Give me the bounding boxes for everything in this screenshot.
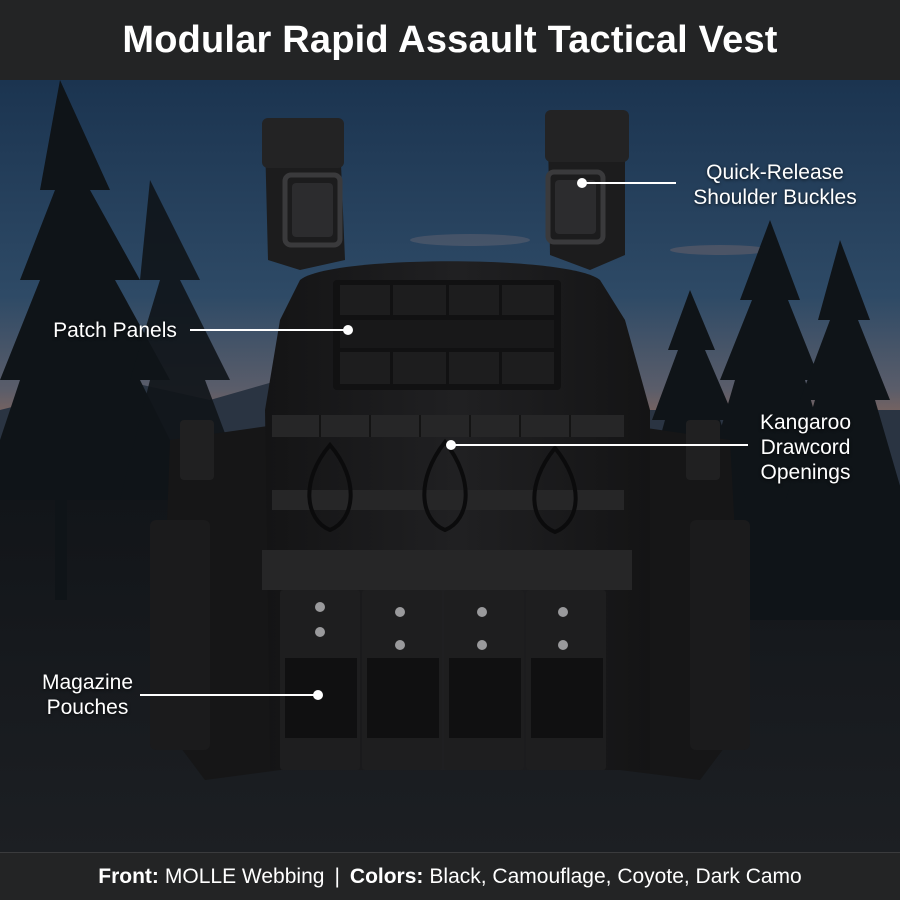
- callout-kangaroo-line2: Drawcord: [760, 436, 851, 459]
- callout-kangaroo-line1: Kangaroo: [759, 411, 852, 434]
- footer-colors-label: Colors:: [349, 865, 424, 888]
- footer-front-value: MOLLE Webbing: [164, 865, 325, 888]
- callout-patch-line1: Patch Panels: [53, 319, 177, 342]
- footer-colors-value: Black, Camouflage, Coyote, Dark Camo: [429, 865, 802, 888]
- callout-shoulder-buckles: Quick-Release Shoulder Buckles: [680, 160, 870, 210]
- footer-bar: Front: MOLLE Webbing | Colors: Black, Ca…: [0, 852, 900, 900]
- callout-magazine-line1: Magazine: [41, 671, 134, 694]
- tree-silhouette-left: [0, 80, 250, 600]
- callout-magazine-pouches: Magazine Pouches: [30, 670, 145, 720]
- shoulder-buckle-icon: [282, 169, 606, 248]
- callout-kangaroo-openings: Kangaroo Drawcord Openings: [748, 410, 863, 485]
- callout-shoulder-line2: Shoulder Buckles: [693, 186, 857, 209]
- title-bar: Modular Rapid Assault Tactical Vest: [0, 0, 900, 80]
- footer-front-label: Front:: [98, 865, 159, 888]
- product-photo: [0, 80, 900, 852]
- callout-magazine-line2: Pouches: [46, 696, 129, 719]
- callout-kangaroo-line3: Openings: [760, 461, 851, 484]
- footer-separator: |: [334, 865, 340, 888]
- callout-leaders: [140, 178, 748, 700]
- callout-patch-panels: Patch Panels: [40, 318, 190, 343]
- callout-shoulder-line1: Quick-Release: [706, 161, 844, 184]
- page-title: Modular Rapid Assault Tactical Vest: [122, 18, 778, 61]
